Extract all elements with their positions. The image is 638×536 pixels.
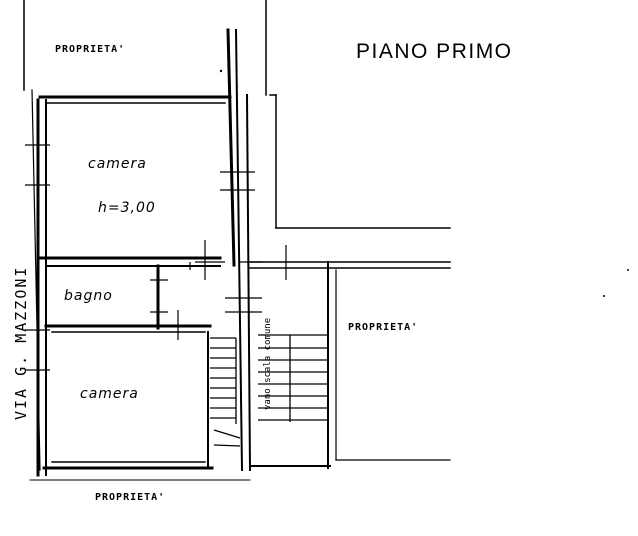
stair-note-label: vano scala comune	[263, 318, 273, 410]
room-upper-name: camera	[88, 156, 147, 172]
street-label: VIA G. MAZZONI	[12, 266, 30, 420]
window-marks	[25, 144, 287, 371]
room-lower-name: camera	[80, 386, 139, 402]
stray-marks	[219, 69, 629, 297]
neighbor-top-label: PROPRIETA'	[55, 44, 125, 55]
plan-title: PIANO PRIMO	[356, 40, 513, 63]
room-upper-height: h=3,00	[98, 200, 156, 216]
neighbor-right-label: PROPRIETA'	[348, 322, 418, 333]
text-labels: PIANO PRIMO PROPRIETA' PROPRIETA' PROPRI…	[12, 40, 513, 503]
room-bathroom-name: bagno	[64, 288, 113, 304]
neighbor-bottom-label: PROPRIETA'	[95, 492, 165, 503]
walls	[23, 0, 451, 481]
staircase	[210, 334, 328, 447]
